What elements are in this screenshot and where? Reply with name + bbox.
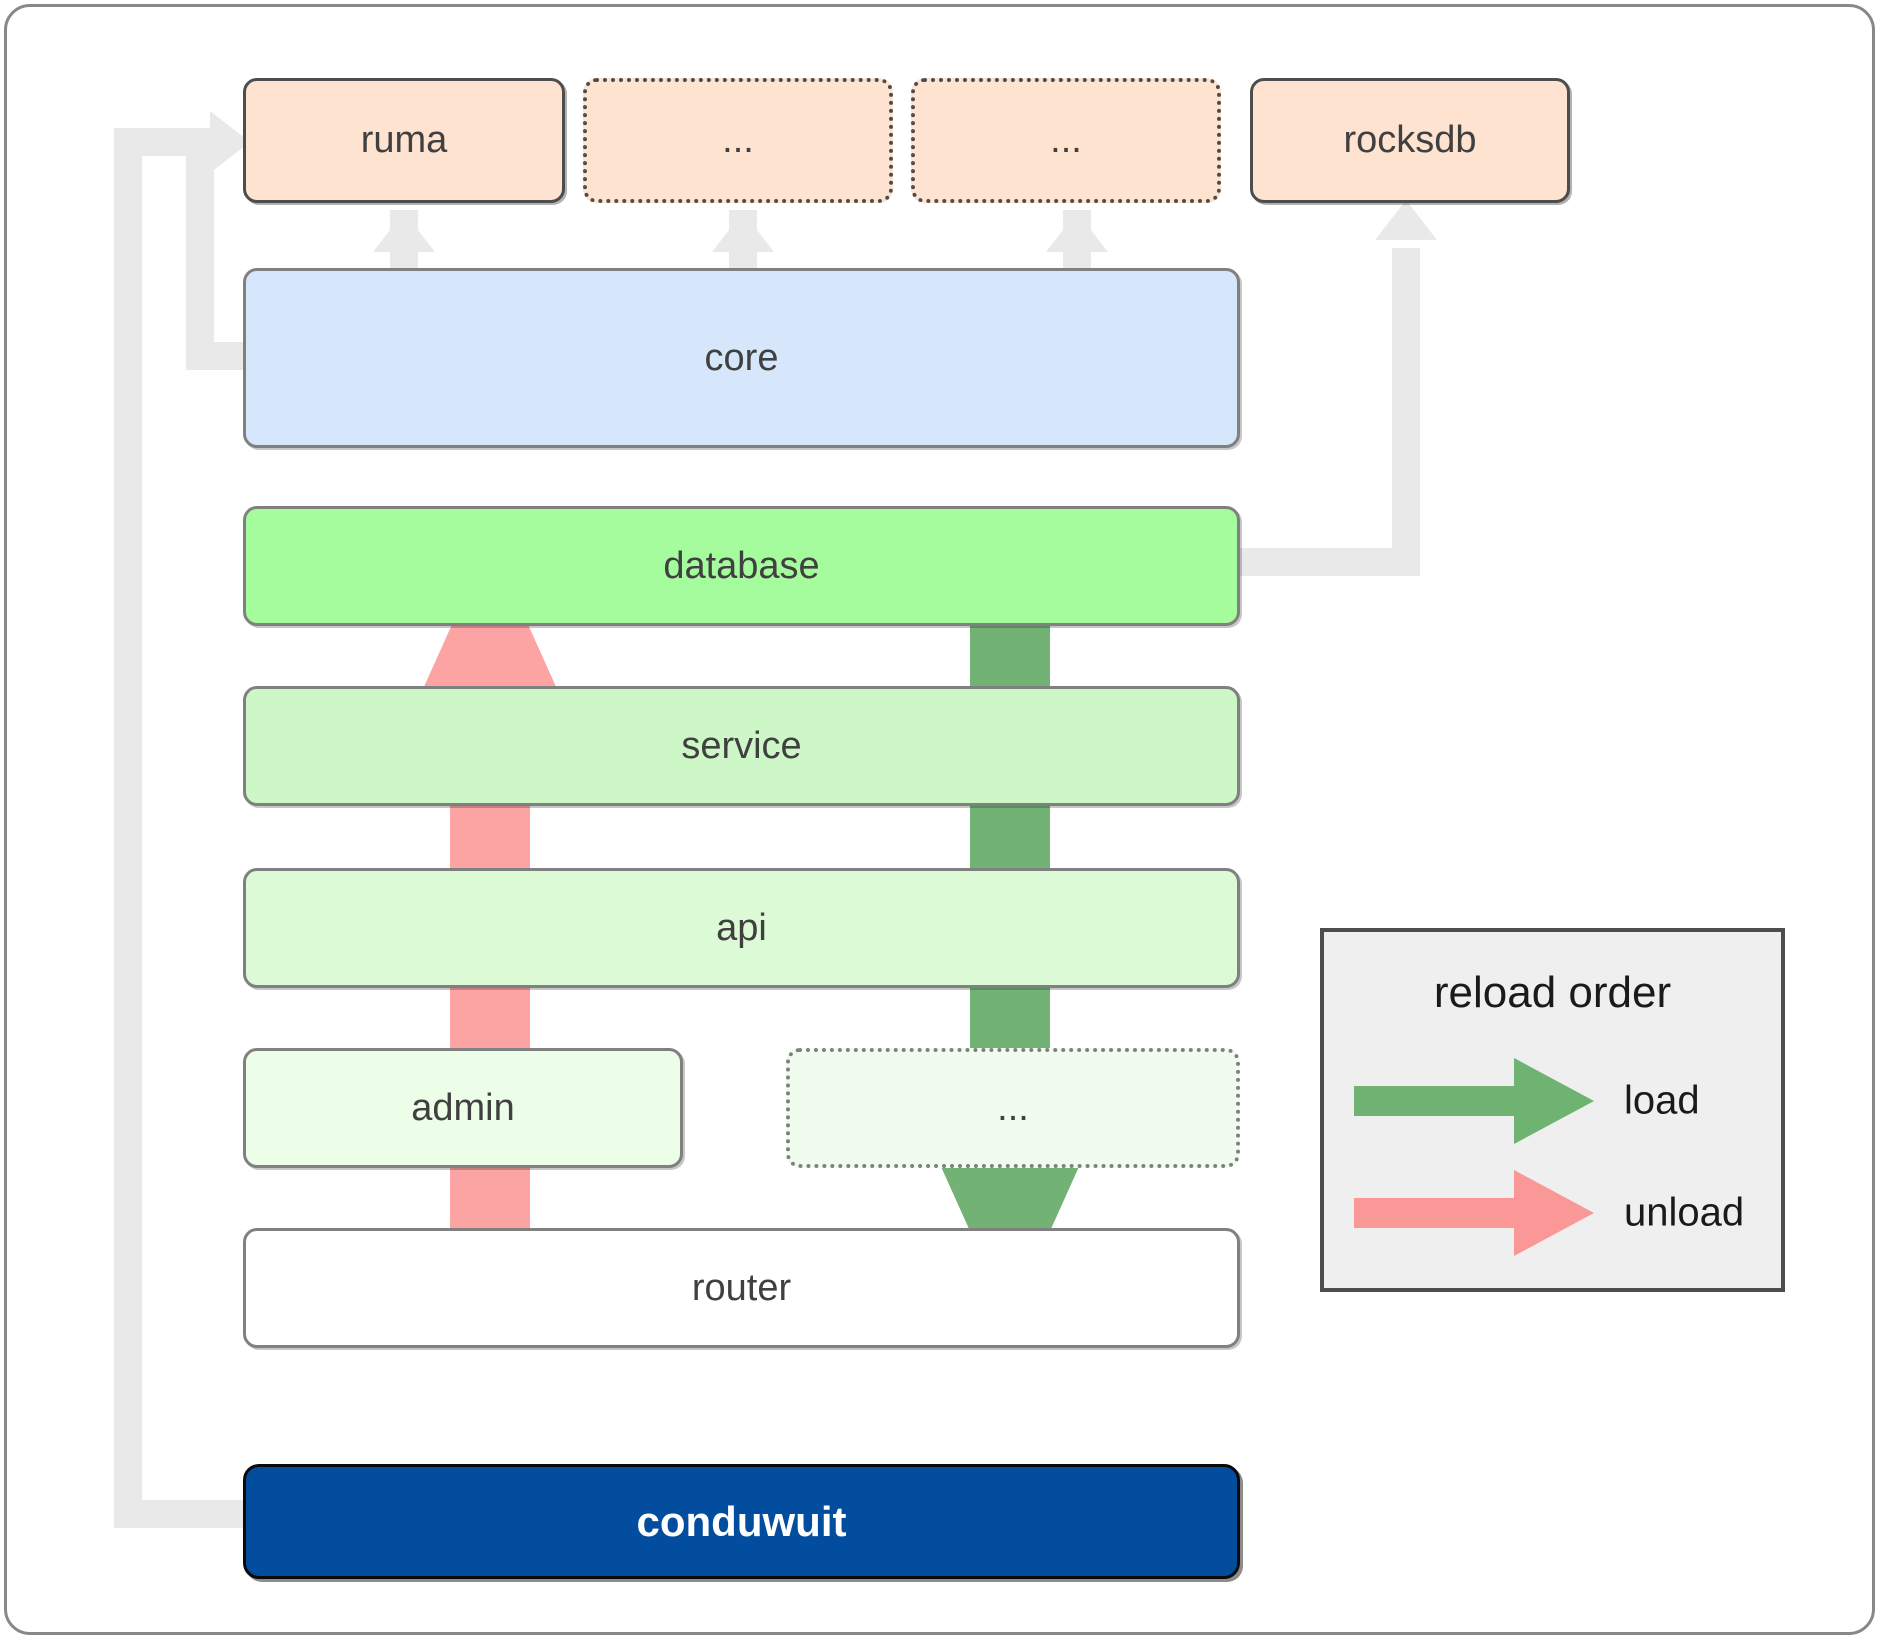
legend-title: reload order bbox=[1433, 968, 1672, 1017]
connector-branch-core-stem bbox=[186, 128, 214, 356]
layer-box-admin[interactable]: admin bbox=[243, 1048, 683, 1168]
dependency-box-dep-2[interactable]: ... bbox=[911, 78, 1221, 203]
root-label-conduwuit: conduwuit bbox=[636, 1497, 847, 1545]
dependency-label-dep-1: ... bbox=[722, 119, 754, 161]
dependency-label-dep-2: ... bbox=[1050, 119, 1082, 161]
connector-db-to-rocksdb-horizontal bbox=[1240, 548, 1420, 576]
layer-box-dots[interactable]: ... bbox=[786, 1048, 1240, 1168]
legend-label-load: load bbox=[1624, 1078, 1700, 1123]
layer-box-router[interactable]: router bbox=[243, 1228, 1240, 1348]
root-box-conduwuit[interactable]: conduwuit bbox=[243, 1464, 1240, 1579]
dependency-box-ruma[interactable]: ruma bbox=[243, 78, 565, 203]
legend-panel: reload order load unload bbox=[1320, 928, 1785, 1292]
connector-arrow-core-to-dep2 bbox=[1046, 212, 1108, 252]
dependency-box-dep-1[interactable]: ... bbox=[583, 78, 893, 203]
legend-unload-arrow-icon bbox=[1354, 1170, 1594, 1256]
connector-arrow-core-to-dep1 bbox=[712, 212, 774, 252]
layer-box-database[interactable]: database bbox=[243, 506, 1240, 626]
layer-label-admin: admin bbox=[411, 1086, 515, 1129]
legend-row-load: load bbox=[1324, 1058, 1781, 1144]
layer-label-core: core bbox=[704, 336, 779, 379]
layer-label-api: api bbox=[716, 906, 767, 949]
layer-box-service[interactable]: service bbox=[243, 686, 1240, 806]
connector-trunk-to-root bbox=[114, 1500, 254, 1528]
layer-label-router: router bbox=[691, 1266, 792, 1309]
connector-trunk-vertical bbox=[114, 128, 142, 1528]
legend-label-unload: unload bbox=[1624, 1190, 1745, 1235]
legend-load-arrow-icon bbox=[1354, 1058, 1594, 1144]
connector-db-to-rocksdb-vertical bbox=[1392, 248, 1420, 576]
layer-label-dots: ... bbox=[997, 1086, 1029, 1129]
connector-arrow-db-to-rocksdb bbox=[1375, 200, 1437, 240]
layer-label-database: database bbox=[663, 544, 820, 587]
connector-arrow-core-to-ruma bbox=[373, 212, 435, 252]
layer-box-api[interactable]: api bbox=[243, 868, 1240, 988]
dependency-label-ruma: ruma bbox=[360, 119, 448, 161]
layer-label-service: service bbox=[681, 724, 802, 767]
dependency-label-rocksdb: rocksdb bbox=[1343, 119, 1477, 161]
legend-row-unload: unload bbox=[1324, 1170, 1781, 1256]
layer-box-core[interactable]: core bbox=[243, 268, 1240, 448]
dependency-box-rocksdb[interactable]: rocksdb bbox=[1250, 78, 1570, 203]
